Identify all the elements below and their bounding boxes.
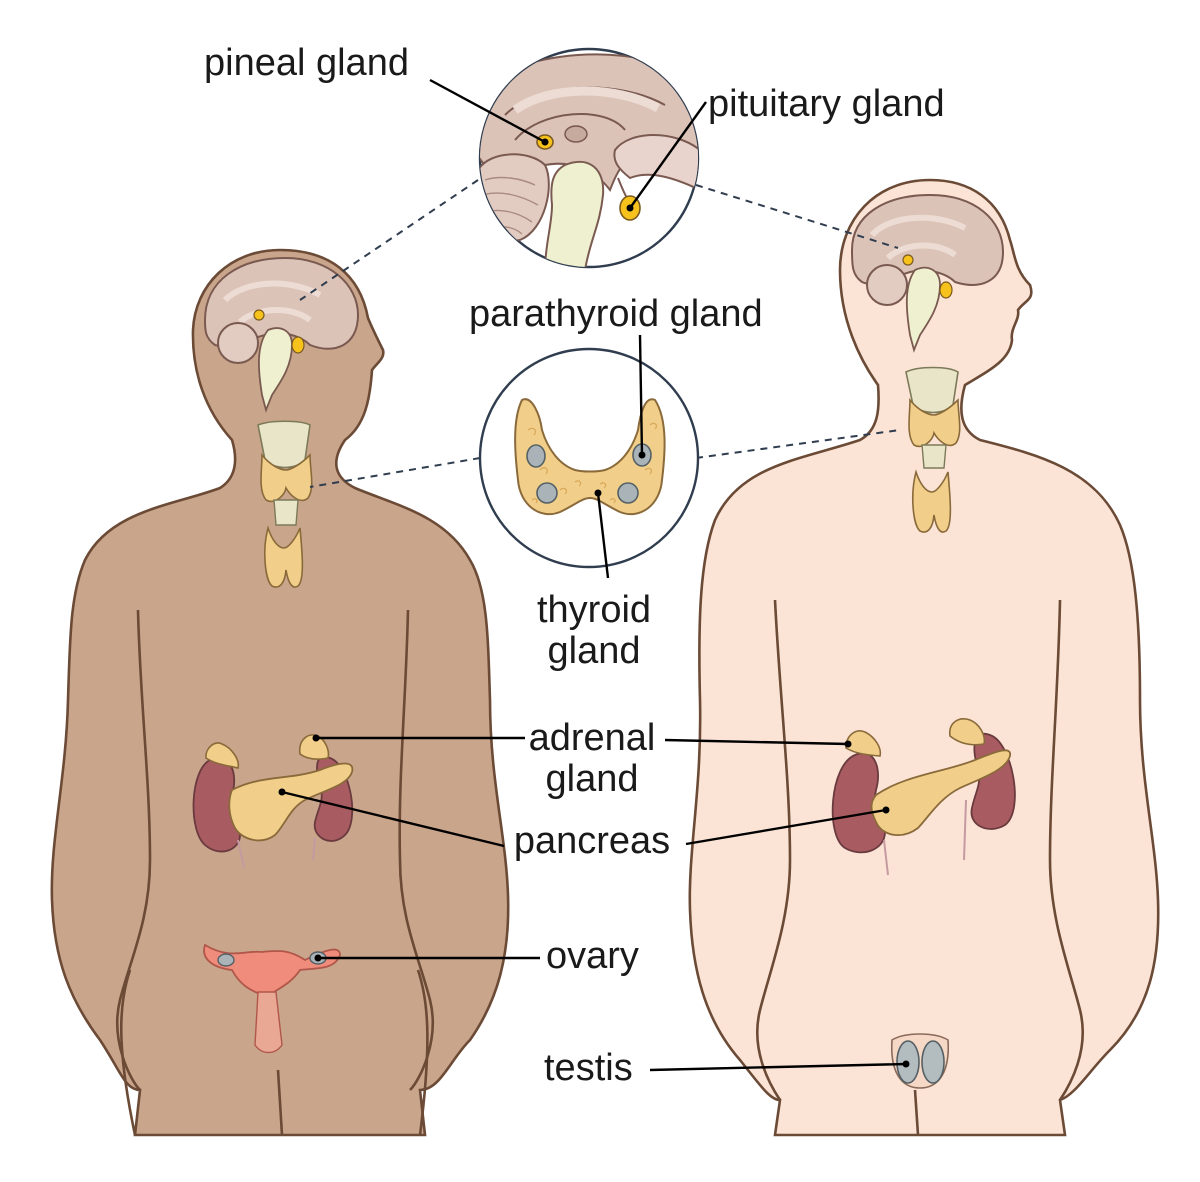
male-vessel-left: [883, 839, 889, 876]
female-brainstem: [258, 327, 293, 413]
leader-testis: [649, 1062, 907, 1072]
label-ovary: ovary: [546, 935, 639, 977]
leader-pancreas-female-dot: [278, 788, 286, 796]
male-abdomen-organs: [831, 718, 1016, 1089]
connector-brain-male: [695, 184, 899, 249]
leader-pituitary-dot: [626, 204, 634, 212]
zoom-connectors: [299, 179, 901, 488]
leader-thyroid: [596, 492, 610, 579]
female-leg-gap: [276, 1069, 284, 1136]
leader-adrenal-male: [664, 738, 849, 746]
leader-parathyroid: [638, 334, 644, 456]
male-brainstem: [905, 266, 941, 353]
female-body-silhouette: [50, 248, 510, 1137]
leader-thyroid-dot: [594, 489, 602, 497]
thyroid-zoom-inset: [478, 347, 700, 569]
male-leg-gap: [913, 1089, 920, 1136]
female-pancreas: [228, 762, 354, 842]
brain-zoom-inset: [478, 47, 700, 269]
leader-pancreas-male: [685, 808, 887, 846]
male-adrenal-right: [949, 718, 986, 746]
label-adrenal-line1: adrenal: [529, 717, 656, 759]
female-hip-line-right: [416, 969, 429, 1136]
female-abdomen-organs: [192, 734, 354, 1054]
leader-pineal: [429, 78, 546, 144]
female-hip-line-left: [119, 969, 137, 1136]
male-pineal-icon: [902, 254, 914, 266]
female-figure: [50, 248, 510, 1137]
leader-adrenal-female-dot: [312, 734, 320, 742]
zoom-frontal-fold: [613, 134, 698, 192]
label-thyroid-line2: gland: [548, 630, 641, 672]
male-thymus: [911, 469, 952, 533]
male-cerebellum: [866, 264, 908, 306]
female-arm-line-left: [115, 609, 152, 1091]
female-pituitary-icon: [291, 336, 305, 354]
leader-pancreas-male-dot: [882, 806, 890, 814]
connector-brain-female: [299, 179, 479, 301]
zoom-parathyroid-lower-right: [617, 482, 639, 504]
female-vessel-left: [237, 839, 245, 869]
leader-pancreas-female: [281, 790, 505, 848]
female-cerebellum: [217, 322, 259, 364]
female-vagina: [254, 991, 283, 1054]
zoom-brain-fold-2: [512, 86, 661, 114]
connector-thyroid-male: [695, 429, 901, 459]
male-brain: [850, 193, 1005, 353]
leader-pineal-dot: [541, 138, 549, 146]
female-thymus: [263, 525, 304, 588]
male-testis-right: [921, 1040, 945, 1084]
leader-pituitary: [629, 101, 707, 209]
female-brain-fold: [222, 280, 322, 325]
label-pancreas: pancreas: [514, 820, 670, 862]
male-brain-fold: [869, 214, 967, 261]
male-cerebrum: [850, 193, 1005, 286]
female-brain: [203, 256, 360, 413]
female-thyroid: [260, 452, 313, 503]
male-vessel-right: [963, 799, 967, 861]
male-pancreas: [870, 749, 1011, 836]
zoom-brainstem: [543, 160, 605, 267]
female-pineal-icon: [253, 309, 265, 321]
labels: pineal gland pituitary gland parathyroid…: [204, 42, 945, 1089]
zoom-parathyroid-upper-left: [526, 444, 546, 468]
label-thyroid-line1: thyroid: [537, 589, 651, 631]
leader-ovary-dot: [314, 954, 322, 962]
label-pineal-gland: pineal gland: [204, 42, 409, 84]
male-trachea: [921, 444, 947, 469]
leader-adrenal-male-dot: [844, 740, 852, 748]
female-adrenal-left: [205, 742, 240, 769]
leader-lines: [278, 78, 910, 1072]
zoom-thalamus: [564, 125, 588, 143]
leader-testis-dot: [902, 1060, 910, 1068]
zoom-cerebellum-folds: [481, 176, 539, 235]
label-testis: testis: [544, 1047, 633, 1089]
leader-parathyroid-dot: [638, 451, 646, 459]
male-body-silhouette: [688, 178, 1160, 1137]
female-adrenal-right: [298, 734, 330, 760]
male-arm-line-left: [755, 599, 792, 1101]
female-arm-line-right: [398, 609, 435, 1091]
label-parathyroid-gland: parathyroid gland: [469, 293, 763, 335]
male-adrenal-left: [845, 730, 882, 757]
zoom-parathyroid-lower-left: [536, 482, 558, 504]
male-figure: [688, 178, 1160, 1137]
male-thyroid: [908, 397, 961, 448]
male-arm-line-right: [1048, 599, 1085, 1101]
label-adrenal-line2: gland: [546, 758, 639, 800]
female-vessel-right: [312, 837, 316, 861]
female-thyroid-group: [257, 420, 313, 588]
female-ovary-left: [217, 953, 235, 967]
male-thyroid-group: [905, 366, 961, 533]
female-trachea: [273, 499, 299, 526]
female-uterus: [203, 943, 341, 1011]
label-pituitary-gland: pituitary gland: [708, 83, 945, 125]
connector-thyroid-female: [309, 457, 481, 488]
thyroid-zoom-background: [478, 347, 700, 569]
male-pituitary-icon: [939, 281, 953, 299]
